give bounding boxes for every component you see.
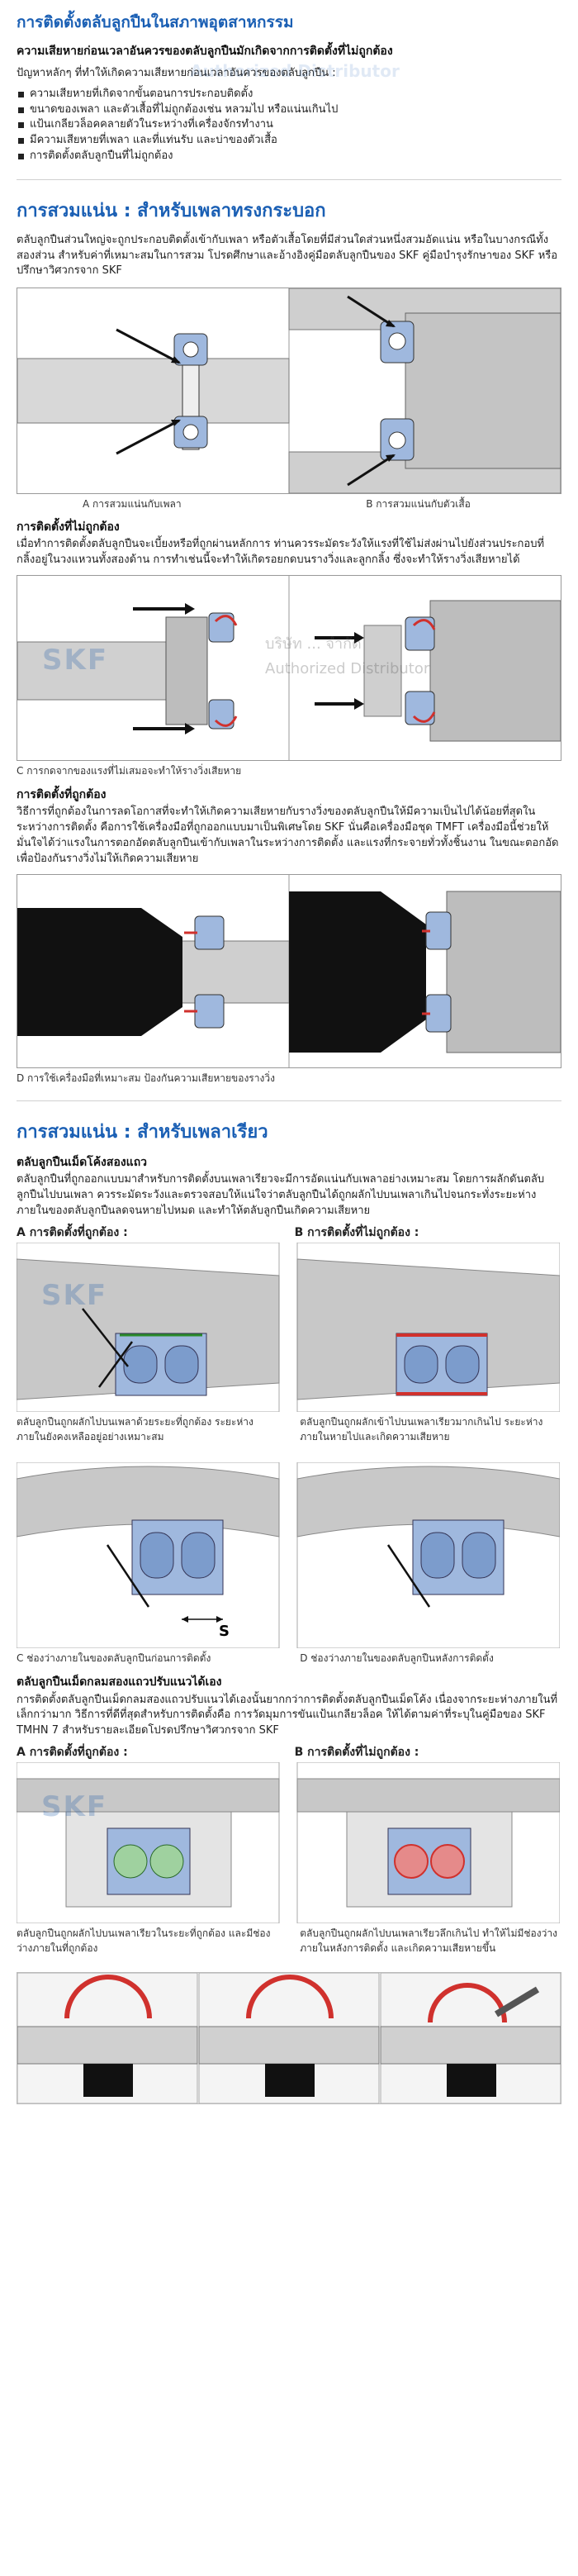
list-item: แป้นเกลียวล็อคคลายตัวในระหว่างที่เครื่อง… [17,117,561,133]
list-item: ขนาดของเพลา และตัวเสื้อที่ไม่ถูกต้องเช่น… [17,102,561,118]
caption-incorrect: ตลับลูกปืนถูกผลักไปบนเพลาเรียวลึกเกินไป … [300,1927,557,1954]
intro-text: ปัญหาหลักๆ ที่ทำให้เกิดความเสียหายก่อนเว… [17,66,336,79]
caption-before: C ช่องว่างภายในของตลับลูกปืนก่อนการติดตั… [17,1652,211,1664]
tool-sequence-drawing [17,1973,561,2104]
caption-after: D ช่องว่างภายในของตลับลูกปืนหลังการติดตั… [300,1652,494,1664]
figure-c-caption: C การกดจากของแรงที่ไม่เสมอจะทำให้รางวิ่ง… [17,764,242,777]
intro-subtitle: ความเสียหายก่อนเวลาอันควรของตลับลูกปืนมั… [17,44,393,58]
figure-b-caption: B การสวมแน่นกับตัวเสื้อ [366,498,471,511]
correct-mounting-title: การติดตั้งที่ถูกต้อง [17,788,107,802]
wrong-mounting-text: เมื่อทำการติดตั้งตลับลูกปืนจะเบี้ยงหรือท… [17,538,545,566]
figure-spherical-ab: SKF [17,1243,561,1413]
correct-mounting-text: วิธีการที่ถูกต้องในการลดโอกาสที่จะทำให้เ… [17,806,559,865]
incorrect-label: B การติดตั้งที่ไม่ถูกต้อง : [294,1746,419,1760]
figure-ab-drawing [17,288,561,494]
skf-logo-watermark: SKF [42,643,109,677]
self-aligning-ball-title: ตลับลูกปืนเม็ดกลมสองแถวปรับแนวได้เอง [17,1675,222,1690]
figure-d-correct-tool [17,873,561,1068]
skf-logo-watermark: SKF [41,1279,108,1313]
section-text: ตลับลูกปืนส่วนใหญ่จะถูกประกอบติดตั้งเข้า… [17,233,558,278]
figure-ball-ab-drawing [17,1762,560,1924]
caption-incorrect: ตลับลูกปืนถูกผลักเข้าไปบนเพลาเรียวมากเกิ… [300,1416,543,1442]
ball-ab-captions: ตลับลูกปืนถูกผลักไปบนเพลาเรียวในระยะที่ถ… [17,1927,561,1956]
distributor-name-watermark: บริษัท ... จำกัด [265,634,362,653]
figure-c-wrong-force: SKF บริษัท ... จำกัด Authorized Distribu… [17,574,561,761]
list-item: ความเสียหายที่เกิดจากขั้นตอนการประกอบติด… [17,87,561,102]
spherical-roller-title: ตลับลูกปืนเม็ดโค้งสองแถว [17,1156,148,1170]
ab-column-headers: A การติดตั้งที่ถูกต้อง : B การติดตั้งที่… [17,1224,561,1241]
spherical-roller-text: ตลับลูกปืนที่ถูกออกแบบมาสำหรับการติดตั้ง… [17,1173,545,1218]
correct-label: A การติดตั้งที่ถูกต้อง : [17,1225,128,1239]
tapered-fit-section: การสวมแน่น : สำหรับเพลาเรียว ตลับลูกปืนเ… [17,1119,561,2105]
cylindrical-fit-section: การสวมแน่น : สำหรับเพลาทรงกระบอก ตลับลูก… [17,198,561,1086]
s-clearance-label: S [219,1623,230,1640]
figure-tool-sequence [17,1972,561,2105]
caption-correct: ตลับลูกปืนถูกผลักไปบนเพลาเรียวในระยะที่ถ… [17,1927,271,1954]
skf-logo-watermark: SKF [41,1790,108,1824]
section-title: การสวมแน่น : สำหรับเพลาทรงกระบอก [17,200,326,221]
section-title: การสวมแน่น : สำหรับเพลาเรียว [17,1122,268,1143]
figure-spherical-cd: S [17,1461,561,1648]
figure-spherical-cd-drawing: S [17,1461,560,1648]
caption-correct: ตลับลูกปืนถูกผลักไปบนเพลาด้วยระยะที่ถูกต… [17,1416,253,1442]
figure-d-caption: D การใช้เครื่องมือที่เหมาะสม ป้องกันความ… [17,1072,275,1084]
intro-section: การติดตั้งตลับลูกปืนในสภาพอุตสาหกรรม ควา… [17,12,561,164]
spherical-cd-captions: C ช่องว่างภายในของตลับลูกปืนก่อนการติดตั… [17,1652,561,1666]
wrong-mounting-title: การติดตั้งที่ไม่ถูกต้อง [17,520,120,534]
list-item: การติดตั้งตลับลูกปืนที่ไม่ถูกต้อง [17,149,561,164]
ab2-column-headers: A การติดตั้งที่ถูกต้อง : B การติดตั้งที่… [17,1744,561,1761]
incorrect-label: B การติดตั้งที่ไม่ถูกต้อง : [294,1225,419,1239]
divider [17,178,561,180]
figure-ball-ab: SKF [17,1762,561,1924]
list-item: มีความเสียหายที่เพลา และที่แท่นรับ และบ่… [17,133,561,149]
figure-d-drawing [17,874,561,1067]
correct-label: A การติดตั้งที่ถูกต้อง : [17,1746,128,1760]
figure-ab-captions: A การสวมแน่นกับเพลา B การสวมแน่นกับตัวเส… [17,497,561,511]
figure-spherical-ab-drawing [17,1243,560,1413]
self-aligning-ball-text: การติดตั้งตลับลูกปืนเม็ดกลมสองแถวปรับแนว… [17,1693,558,1737]
page-title: การติดตั้งตลับลูกปืนในสภาพอุตสาหกรรม [17,13,294,31]
distributor-watermark: Authorized Distributor [265,659,430,677]
figure-c-drawing [17,575,561,760]
figure-a-caption: A การสวมแน่นกับเพลา [83,498,182,511]
divider [17,1100,561,1102]
problem-list: ความเสียหายที่เกิดจากขั้นตอนการประกอบติด… [17,87,561,164]
spherical-ab-captions: ตลับลูกปืนถูกผลักไปบนเพลาด้วยระยะที่ถูกต… [17,1415,561,1444]
figure-ab-shaft-housing [17,288,561,495]
